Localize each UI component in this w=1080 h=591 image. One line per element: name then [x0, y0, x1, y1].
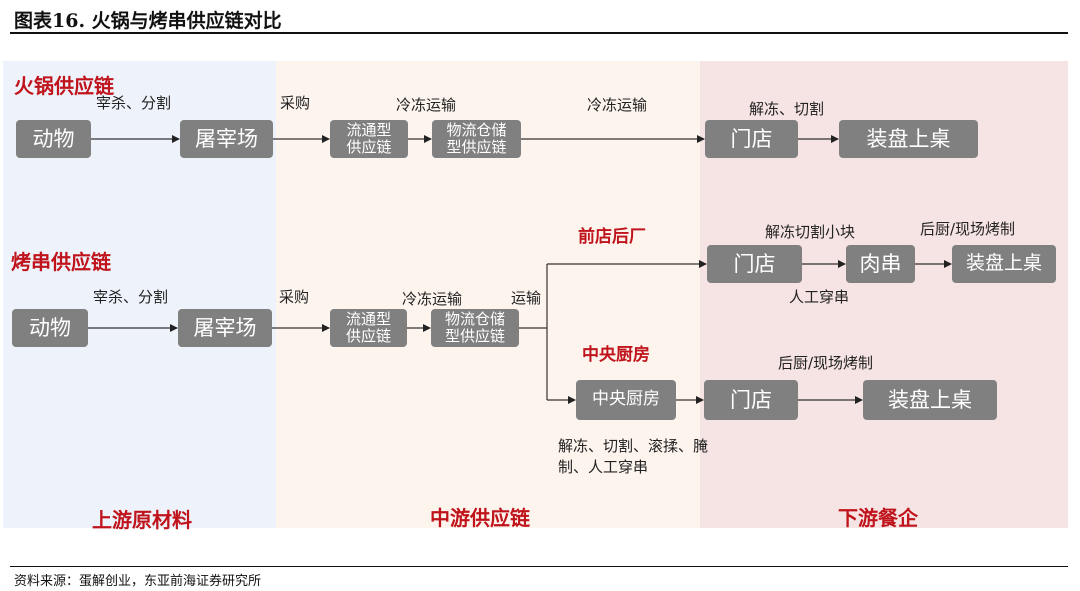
bbq-node-front-store: 门店: [707, 245, 802, 283]
hotpot-node-store: 门店: [705, 120, 798, 158]
bbq-label-cold-transport: 冷冻运输: [402, 290, 463, 308]
hotpot-node-slaughterhouse: 屠宰场: [180, 120, 273, 158]
top-rule: [10, 32, 1068, 34]
source-note: 资料来源：蛋解创业，东亚前海证券研究所: [14, 574, 262, 589]
bbq-label-thaw-small-cut: 解冻切割小块: [765, 223, 856, 241]
bbq-label-back-kitchen-grill-2: 后厨/现场烤制: [778, 354, 874, 372]
hotpot-node-circulation: 流通型 供应链: [330, 120, 408, 158]
hotpot-label-slaughter-cut: 宰杀、分割: [96, 94, 172, 112]
zone-label-downstream: 下游餐企: [838, 506, 918, 530]
bbq-central-kitchen-title: 中央厨房: [582, 345, 650, 365]
bbq-node-circulation: 流通型 供应链: [330, 309, 407, 347]
bbq-node-skewer: 肉串: [846, 245, 915, 283]
bbq-label-central-kitchen-process: 解冻、切割、滚揉、腌制、人工穿串: [558, 437, 709, 476]
hotpot-node-animal: 动物: [16, 120, 91, 158]
bbq-node-front-serve: 装盘上桌: [952, 245, 1056, 283]
hotpot-label-cold-transport-1: 冷冻运输: [396, 96, 457, 114]
zone-label-midstream: 中游供应链: [430, 506, 530, 530]
hotpot-label-cold-transport-2: 冷冻运输: [587, 96, 648, 114]
bbq-node-ck-store: 门店: [704, 380, 798, 420]
bbq-label-back-kitchen-grill-1: 后厨/现场烤制: [920, 220, 1016, 238]
bbq-label-manual-skewer: 人工穿串: [789, 288, 850, 306]
zone-label-upstream: 上游原材料: [92, 508, 192, 532]
hotpot-chain-title: 火锅供应链: [14, 74, 114, 98]
hotpot-node-serve: 装盘上桌: [839, 120, 978, 158]
bbq-label-slaughter-cut: 宰杀、分割: [93, 288, 169, 306]
bbq-node-central-kitchen: 中央厨房: [576, 380, 676, 420]
hotpot-node-logistics: 物流仓储 型供应链: [432, 120, 521, 158]
hotpot-label-thaw-cut: 解冻、切割: [749, 100, 825, 118]
bbq-front-store-back-factory-title: 前店后厂: [578, 227, 646, 247]
bbq-node-slaughterhouse: 屠宰场: [178, 309, 272, 347]
bottom-rule: [10, 566, 1068, 567]
bbq-label-transport: 运输: [511, 289, 542, 307]
figure-title: 图表16. 火锅与烤串供应链对比: [14, 10, 282, 32]
bbq-node-logistics: 物流仓储 型供应链: [431, 309, 519, 347]
bbq-node-animal: 动物: [12, 309, 88, 347]
hotpot-label-purchase: 采购: [280, 94, 311, 112]
bbq-node-ck-serve: 装盘上桌: [863, 380, 997, 420]
bbq-chain-title: 烤串供应链: [11, 250, 111, 274]
bbq-label-purchase: 采购: [279, 288, 310, 306]
